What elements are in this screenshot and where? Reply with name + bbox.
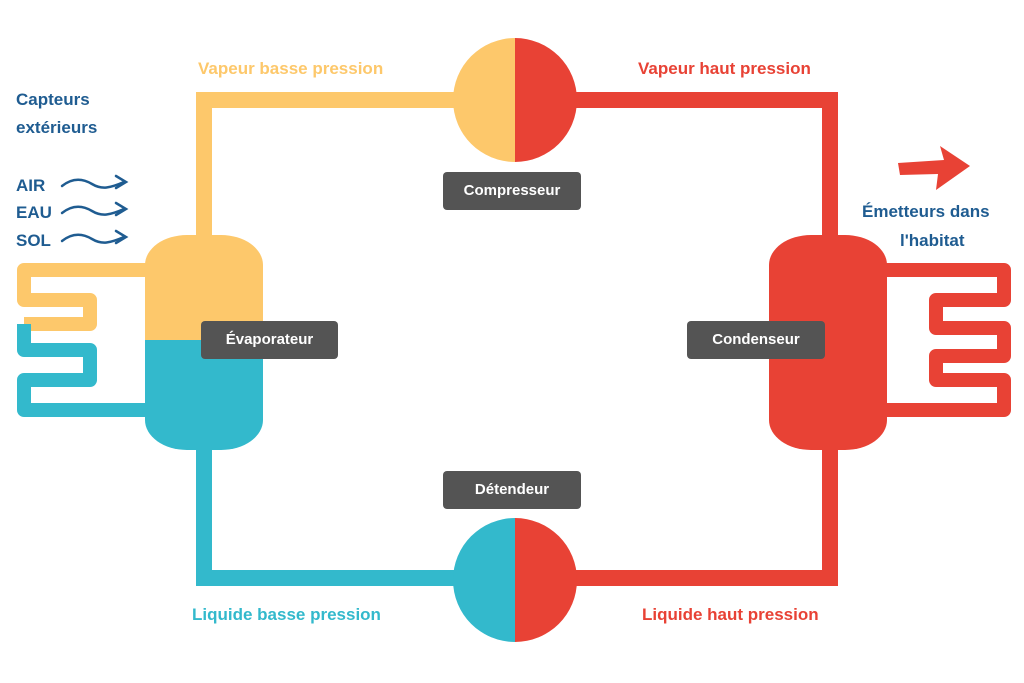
emetteurs-label-line1: Émetteurs dans [862,202,990,221]
pipe-liquide-basse [196,440,462,586]
red-arrow-icon [898,146,970,190]
serpentine-red [880,263,1011,417]
eau-label: EAU [16,203,52,222]
evaporateur-tag: Évaporateur [201,321,338,359]
compresseur-left-half [453,38,515,162]
vapeur-haut-label: Vapeur haut pression [638,59,811,78]
wave-arrow-icon [60,229,129,245]
compresseur-tag: Compresseur [443,172,581,210]
capteurs-label-line1: Capteurs [16,90,90,109]
liquide-basse-label: Liquide basse pression [192,605,381,624]
sol-label: SOL [16,231,51,250]
liquide-haut-label: Liquide haut pression [642,605,819,624]
condenseur-vessel [769,235,887,450]
serpentine-yellow [17,263,150,331]
serpentine-cyan [17,324,150,417]
pipe-liquide-haut [570,440,838,586]
wave-arrow-icon [60,201,129,217]
detendeur-right-half [515,518,577,642]
pipe-vapeur-haut [570,92,838,245]
detendeur-tag: Détendeur [443,471,581,509]
pipe-vapeur-basse [196,92,462,245]
emetteurs-label-line2: l'habitat [900,231,965,250]
condenseur-tag: Condenseur [687,321,825,359]
capteurs-label-line2: extérieurs [16,118,98,137]
air-label: AIR [16,176,46,195]
detendeur-left-half [453,518,515,642]
compresseur-right-half [515,38,577,162]
vapeur-basse-label: Vapeur basse pression [198,59,384,78]
wave-arrow-icon [60,174,129,190]
